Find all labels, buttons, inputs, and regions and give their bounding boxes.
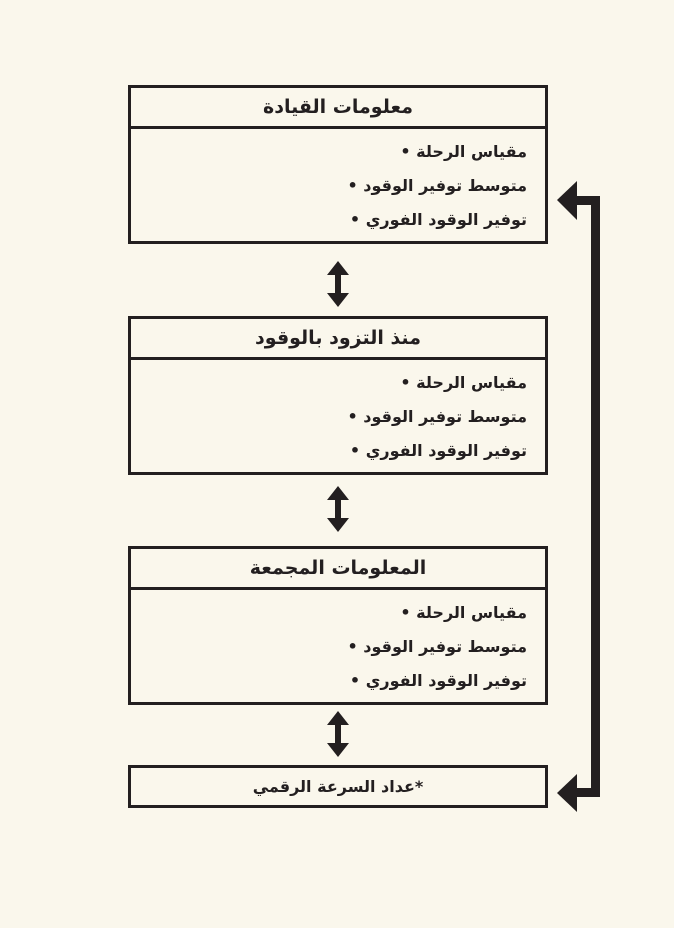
double-arrow-icon [327, 261, 349, 307]
list-item: متوسط توفير الوقود [131, 400, 527, 434]
aggregated-info-box: المعلومات المجمعة مقياس الرحلة متوسط توف… [128, 546, 548, 705]
driving-info-box: معلومات القيادة مقياس الرحلة متوسط توفير… [128, 85, 548, 244]
list-item: متوسط توفير الوقود [131, 630, 527, 664]
list-item: توفير الوقود الفوري [131, 664, 527, 698]
digital-speedometer-box: *عداد السرعة الرقمي [128, 765, 548, 808]
list-item: مقياس الرحلة [131, 135, 527, 169]
list-item: مقياس الرحلة [131, 366, 527, 400]
double-arrow-icon [327, 711, 349, 757]
double-arrow-icon [327, 486, 349, 532]
box-title: *عداد السرعة الرقمي [252, 777, 424, 796]
box-title: معلومات القيادة [131, 88, 545, 129]
box-title: منذ التزود بالوقود [131, 319, 545, 360]
since-refuel-box: منذ التزود بالوقود مقياس الرحلة متوسط تو… [128, 316, 548, 475]
box-title: المعلومات المجمعة [131, 549, 545, 590]
list-item: توفير الوقود الفوري [131, 203, 527, 237]
list-item: مقياس الرحلة [131, 596, 527, 630]
loop-arrow-icon [557, 181, 600, 812]
list-item: توفير الوقود الفوري [131, 434, 527, 468]
list-item: متوسط توفير الوقود [131, 169, 527, 203]
